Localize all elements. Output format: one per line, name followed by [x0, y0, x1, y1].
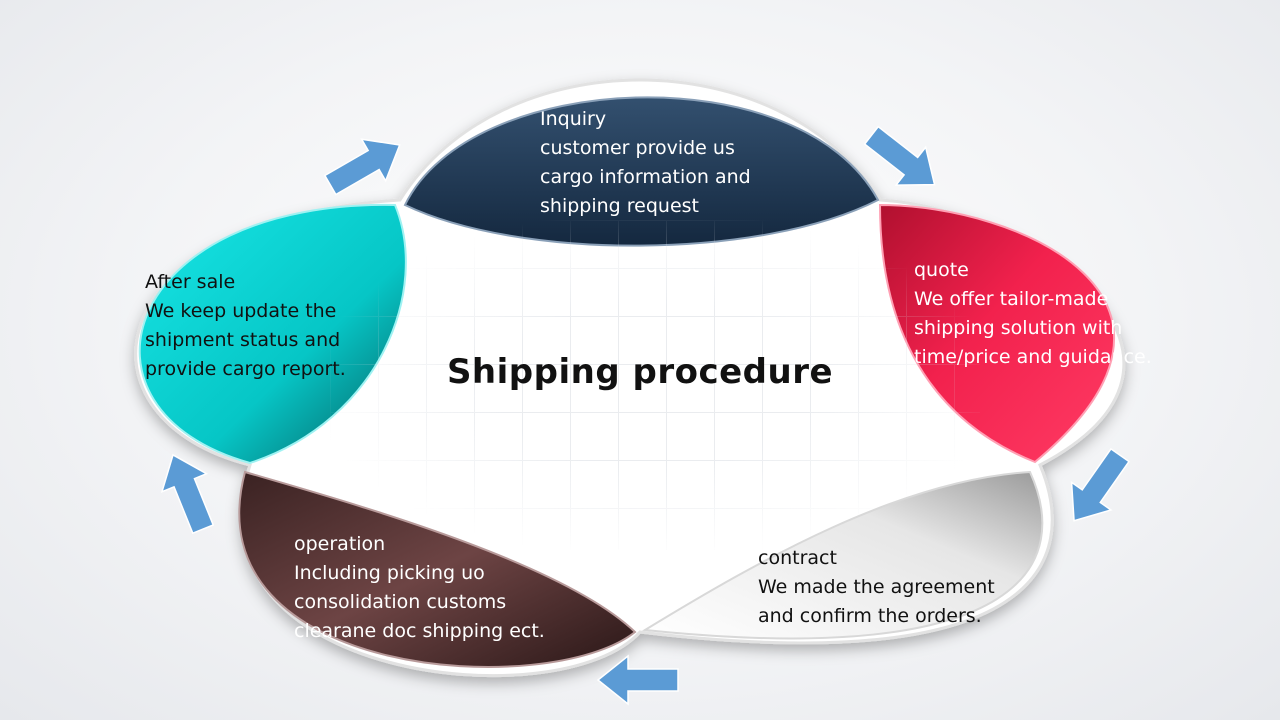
- step-heading: contract: [758, 547, 837, 569]
- step-description-line: shipment status and: [145, 329, 341, 351]
- arrow-contract-to-operation-icon: [596, 654, 679, 706]
- step-heading: quote: [914, 259, 969, 281]
- step-description-line: We offer tailor-made: [914, 288, 1109, 310]
- step-operation-text: operation Including picking uo consolida…: [294, 530, 545, 646]
- step-description-line: We made the agreement: [758, 576, 995, 598]
- step-heading: Inquiry: [540, 108, 607, 130]
- step-description-line: consolidation customs: [294, 591, 507, 613]
- diagram-title: Shipping procedure: [446, 352, 834, 392]
- arrow-operation-to-after-sale-icon: [160, 453, 215, 535]
- step-description-line: time/price and guidance.: [914, 346, 1152, 368]
- step-heading: operation: [294, 533, 386, 555]
- step-description-line: and confirm the orders.: [758, 605, 982, 627]
- step-contract-text: contract We made the agreement and confi…: [758, 544, 995, 631]
- step-description-line: clearane doc shipping ect.: [294, 620, 545, 642]
- step-inquiry-text: Inquiry customer provide us cargo inform…: [540, 105, 751, 221]
- arrow-after-sale-to-inquiry-icon: [323, 138, 401, 196]
- step-description-line: cargo information and: [540, 166, 751, 188]
- step-heading: After sale: [145, 271, 236, 293]
- step-description-line: provide cargo report.: [145, 358, 346, 380]
- background-grid: [330, 220, 980, 550]
- step-after-sale-text: After sale We keep update the shipment s…: [145, 268, 346, 384]
- step-description-line: We keep update the: [145, 300, 337, 322]
- step-description-line: shipping solution with: [914, 317, 1123, 339]
- step-description-line: Including picking uo: [294, 562, 485, 584]
- arrow-inquiry-to-quote-icon: [863, 125, 936, 186]
- arrow-quote-to-contract-icon: [1070, 447, 1130, 522]
- step-quote-text: quote We offer tailor-made shipping solu…: [914, 256, 1152, 372]
- step-description-line: customer provide us: [540, 137, 735, 159]
- step-description-line: shipping request: [540, 195, 699, 217]
